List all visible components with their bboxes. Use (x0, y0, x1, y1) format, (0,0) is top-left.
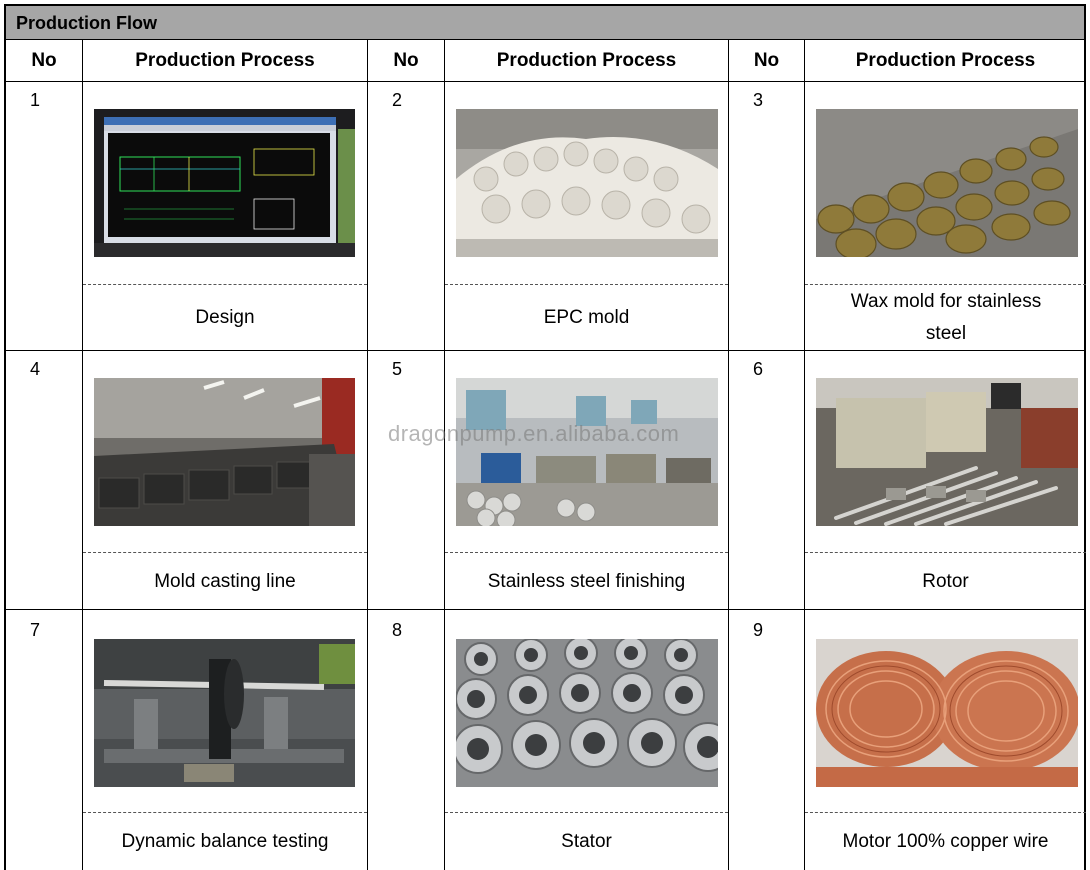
row-divider (6, 609, 1084, 610)
caption-divider (83, 284, 367, 285)
step-caption: Dynamic balance testing (121, 831, 329, 852)
grid-line (804, 40, 805, 870)
step-number: 4 (30, 359, 41, 379)
header-process-1: Production Process (83, 40, 367, 82)
step-number: 9 (753, 620, 764, 640)
step-caption: EPC mold (543, 307, 630, 328)
header-no-3: No (729, 40, 804, 82)
table-title: Production Flow (16, 13, 157, 33)
balance-machine-photo (94, 639, 355, 787)
rotor-shafts-photo (816, 378, 1078, 526)
step-number: 8 (392, 620, 403, 640)
step-caption: Wax mold for stainless steel (850, 291, 1042, 344)
step-number: 6 (753, 359, 764, 379)
copper-wire-coils-photo (816, 639, 1078, 787)
caption-divider (445, 552, 728, 553)
header-process-2: Production Process (445, 40, 728, 82)
step-caption: Stator (561, 831, 612, 852)
header-no-2: No (368, 40, 444, 82)
step-number: 2 (392, 90, 403, 110)
step-caption: Design (195, 307, 255, 328)
caption-divider (805, 552, 1086, 553)
step-caption: Mold casting line (154, 570, 296, 592)
wax-molds-photo (816, 109, 1078, 257)
step-number: 1 (30, 90, 41, 110)
step-caption: Stainless steel finishing (487, 570, 686, 592)
caption-divider (83, 812, 367, 813)
step-number: 5 (392, 359, 403, 379)
grid-line (82, 40, 83, 870)
row-divider (6, 350, 1084, 351)
white-foam-molds-photo (456, 109, 718, 257)
step-caption: Motor 100% copper wire (842, 831, 1049, 852)
header-process-3: Production Process (805, 40, 1086, 82)
header-no-1: No (6, 40, 82, 82)
caption-divider (445, 284, 728, 285)
caption-divider (805, 284, 1086, 285)
production-flow-table (4, 4, 1086, 870)
caption-divider (83, 552, 367, 553)
grid-line (444, 40, 445, 870)
step-caption: Rotor (922, 570, 969, 592)
step-number: 7 (30, 620, 41, 640)
workshop-finishing-photo (456, 378, 718, 526)
grid-line (367, 40, 368, 870)
casting-line-photo (94, 378, 355, 526)
caption-divider (805, 812, 1086, 813)
step-number: 3 (753, 90, 764, 110)
grid-line (728, 40, 729, 870)
stator-laminations-photo (456, 639, 718, 787)
title-bar: Production Flow (6, 6, 1084, 40)
monitor-cad-photo (94, 109, 355, 257)
caption-divider (445, 812, 728, 813)
